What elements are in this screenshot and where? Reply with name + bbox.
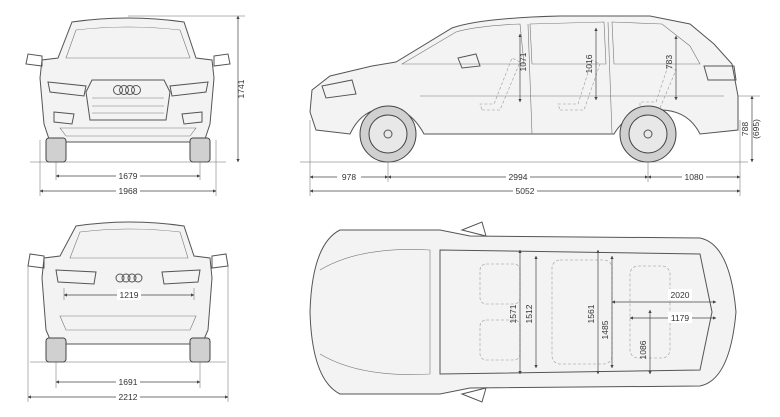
side-rear-rim bbox=[628, 114, 668, 154]
rear-track-label: 1691 bbox=[119, 377, 138, 387]
mirror-width-label: 2212 bbox=[119, 392, 138, 402]
top-right-mirror bbox=[460, 387, 487, 403]
front-headroom-label: 1071 bbox=[518, 52, 528, 71]
side-front-rim bbox=[368, 114, 408, 154]
front-right-tire bbox=[189, 137, 211, 163]
rear-body-outline bbox=[41, 221, 213, 345]
top-view: 1571 1512 1561 1485 1086 2020 1179 bbox=[309, 221, 737, 403]
first-row-shoulder-label: 1571 bbox=[508, 304, 518, 323]
side-rear-quarter-window bbox=[611, 21, 701, 65]
side-view: 1071 1016 783 788 (695) 978 2994 1080 50… bbox=[300, 15, 761, 196]
front-right-foglight bbox=[181, 111, 203, 125]
side-front-window bbox=[400, 23, 525, 65]
front-height-label: 1741 bbox=[236, 79, 246, 98]
side-rear-door-window bbox=[529, 21, 607, 65]
tailgate-width-label: 1219 bbox=[120, 290, 139, 300]
front-width-label: 1968 bbox=[119, 186, 138, 196]
wheelbase-label: 2994 bbox=[509, 172, 528, 182]
cargo-floor-width-label: 1086 bbox=[638, 340, 648, 359]
side-front-seat bbox=[479, 57, 521, 111]
side-clearance-label: 788 bbox=[740, 122, 750, 136]
rear-left-mirror bbox=[27, 253, 45, 269]
audi-rings-logo-rear bbox=[115, 273, 143, 283]
top-roof-cabin bbox=[439, 249, 713, 375]
front-left-foglight bbox=[53, 111, 75, 125]
grille-slats bbox=[92, 97, 164, 114]
rear-overhang-label: 1080 bbox=[685, 172, 704, 182]
second-row-headroom-label: 1016 bbox=[584, 54, 594, 73]
front-windshield bbox=[65, 26, 191, 59]
side-second-row-seat bbox=[557, 59, 601, 111]
side-clearance-alt-label: (695) bbox=[751, 119, 761, 139]
front-right-headlight bbox=[169, 81, 209, 97]
front-left-tire bbox=[45, 137, 67, 163]
second-row-elbow-label: 1485 bbox=[600, 320, 610, 339]
cargo-length-label: 2020 bbox=[671, 290, 690, 300]
rear-view: 1219 1691 2212 bbox=[27, 221, 229, 402]
rear-left-tire bbox=[45, 337, 67, 363]
front-left-headlight bbox=[47, 81, 87, 97]
side-third-row-seat bbox=[639, 65, 677, 109]
rear-lower-bumper bbox=[59, 315, 197, 331]
overall-length-label: 5052 bbox=[516, 186, 535, 196]
first-row-elbow-label: 1512 bbox=[524, 304, 534, 323]
rear-window bbox=[69, 228, 189, 259]
rear-right-taillight bbox=[161, 269, 201, 285]
third-row-headroom-label: 783 bbox=[664, 55, 674, 69]
audi-rings-logo-front bbox=[113, 85, 141, 95]
top-left-mirror bbox=[460, 221, 487, 237]
rear-left-taillight bbox=[55, 269, 97, 285]
front-overhang-label: 978 bbox=[342, 172, 356, 182]
top-hood bbox=[319, 249, 431, 375]
front-track-label: 1679 bbox=[119, 171, 138, 181]
rear-right-tire bbox=[189, 337, 211, 363]
top-body-outline bbox=[309, 229, 737, 395]
cargo-width-label: 1179 bbox=[671, 313, 690, 323]
front-view: 1741 1679 1968 bbox=[25, 15, 246, 196]
front-grille bbox=[85, 79, 171, 121]
side-headlight bbox=[321, 79, 357, 99]
side-taillight bbox=[703, 65, 737, 81]
front-left-mirror bbox=[25, 53, 43, 67]
second-row-shoulder-label: 1561 bbox=[586, 304, 596, 323]
front-lower-bumper bbox=[59, 127, 197, 137]
rear-right-mirror bbox=[211, 253, 229, 269]
side-mirror bbox=[457, 53, 481, 69]
front-right-mirror bbox=[213, 53, 231, 67]
